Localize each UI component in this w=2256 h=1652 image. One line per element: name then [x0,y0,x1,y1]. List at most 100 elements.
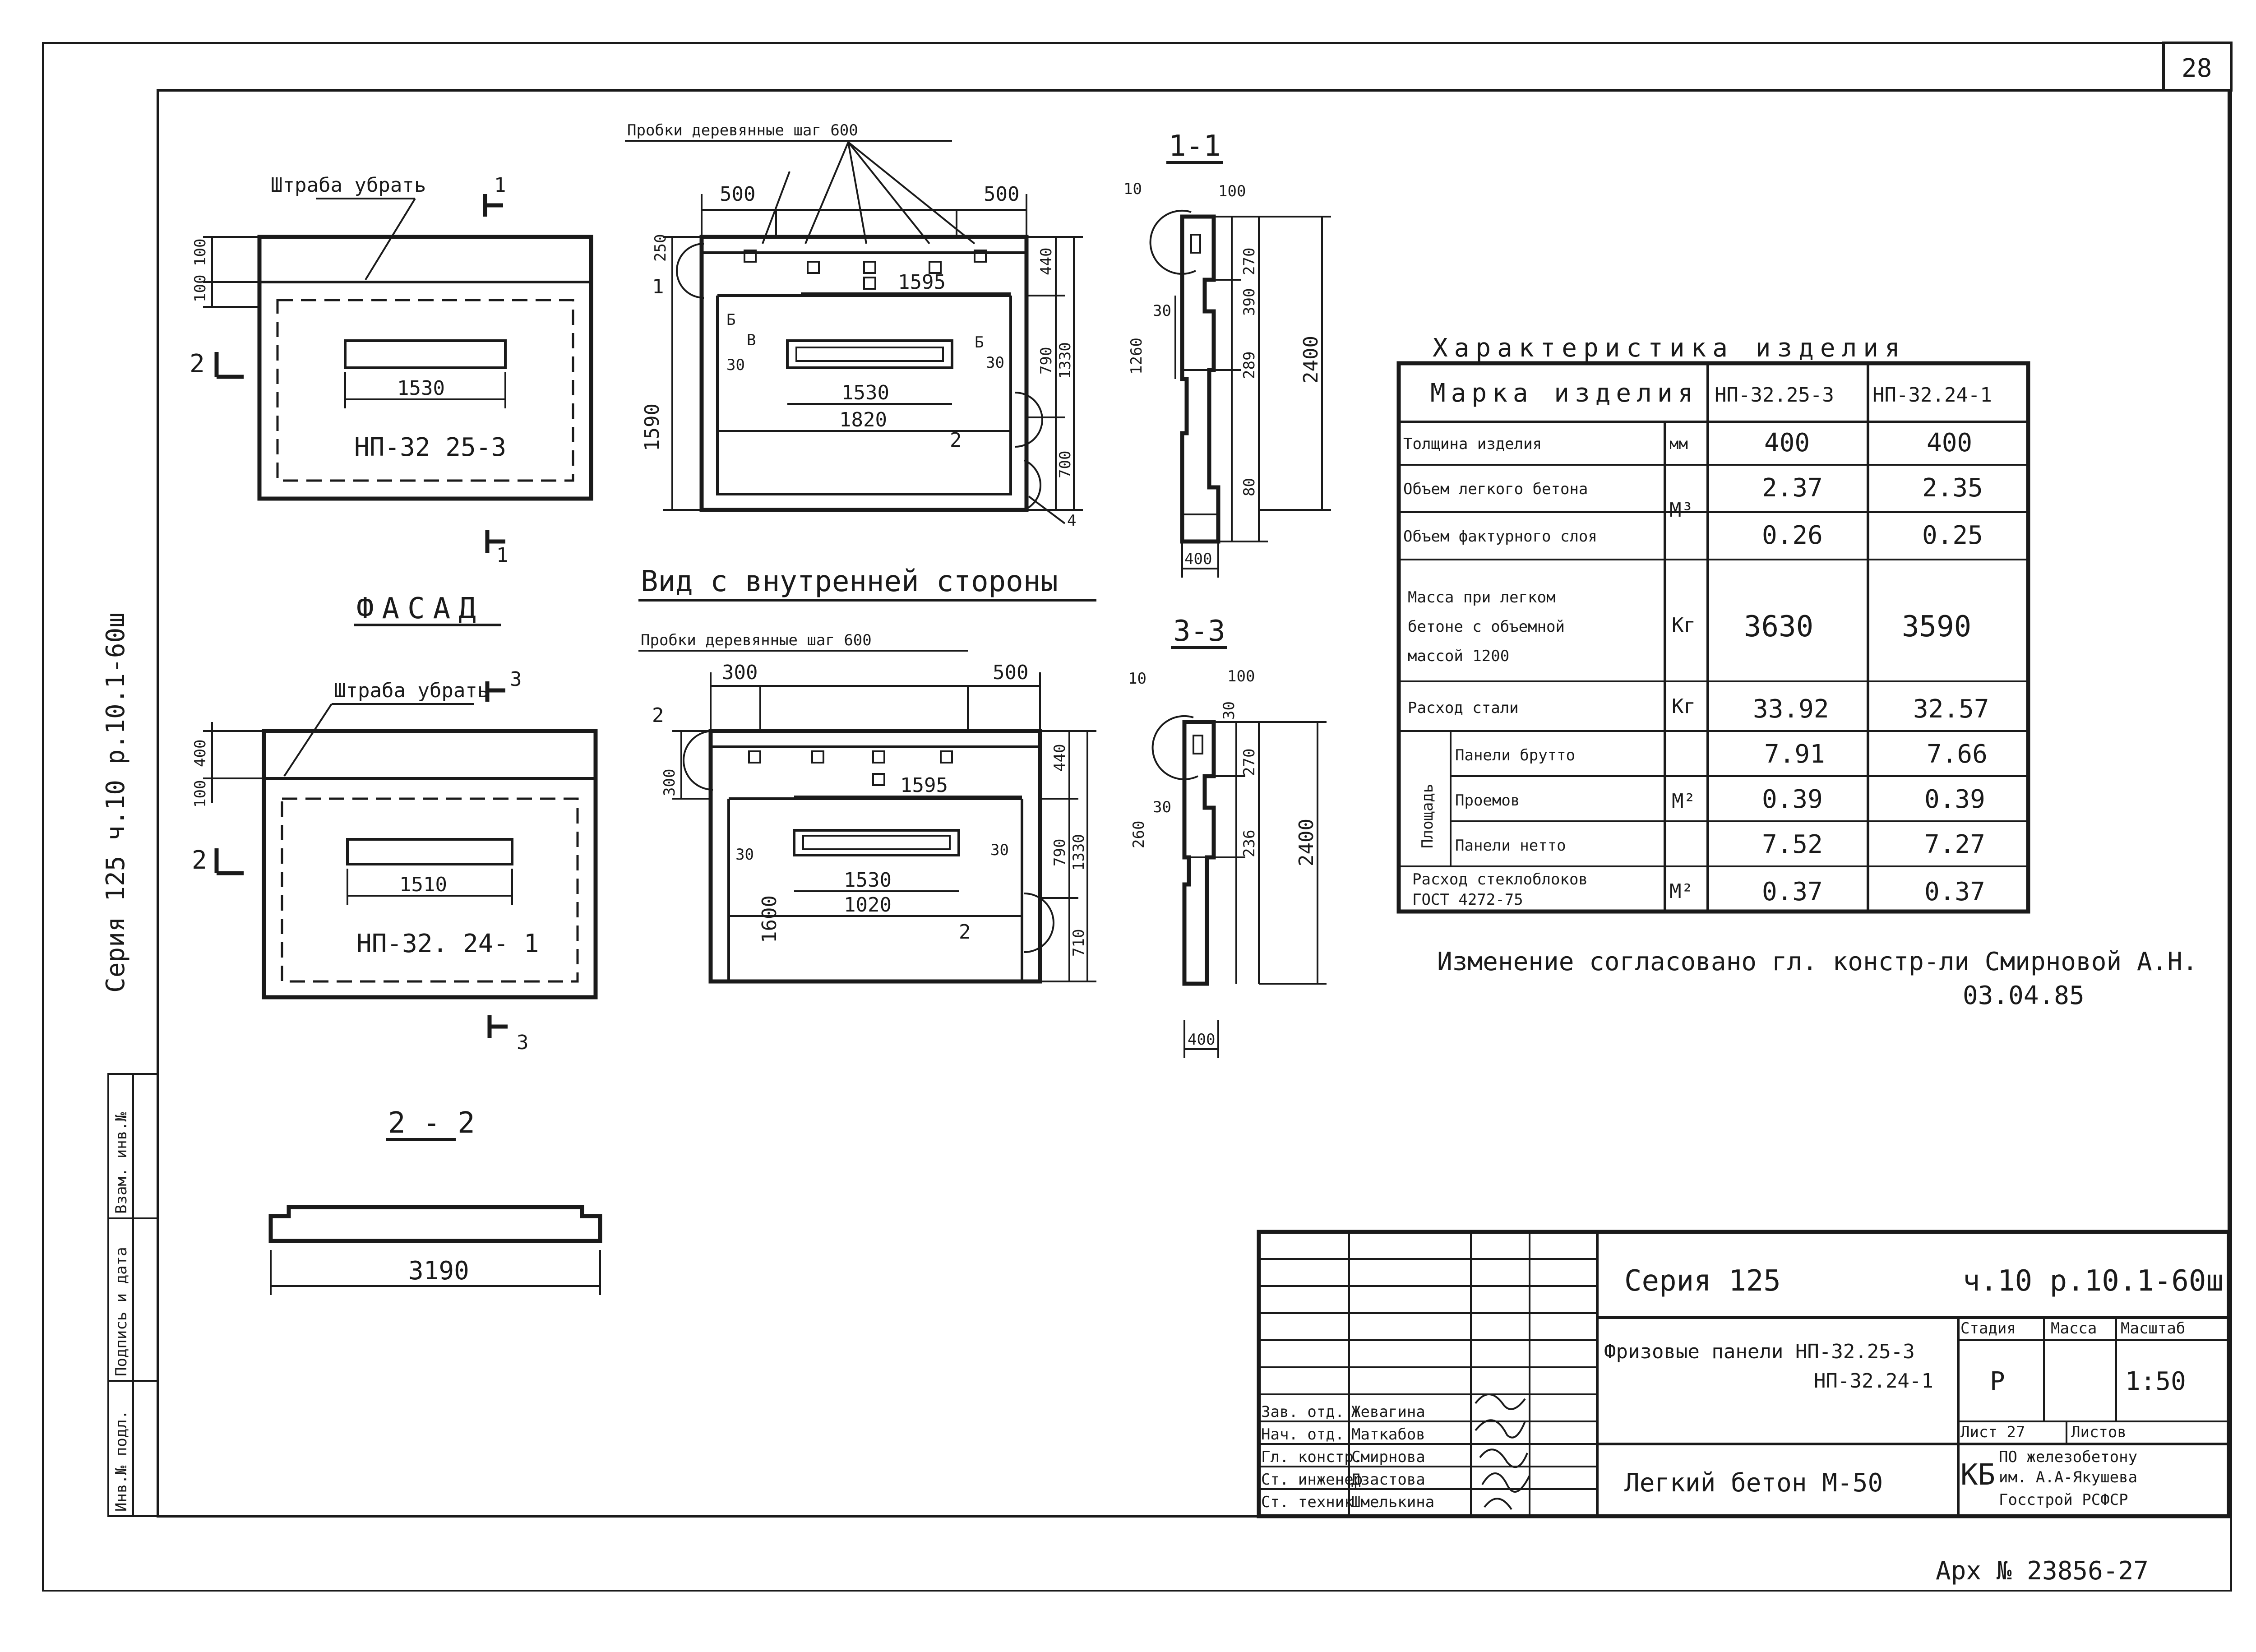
inner-bottom-dim-30r: 30 [990,841,1009,859]
tb-stage: Р [1990,1367,2005,1396]
title-block: Серия 125 ч.10 р.10.1-60ш Фризовые панел… [1257,1230,2231,1518]
s11-dim-1260: 1260 [1128,338,1146,375]
facade-2-opening: 1510 [399,873,447,896]
s11-dim-10: 10 [1123,180,1142,198]
unit-m3: М³ [1669,499,1693,522]
s33-dim-260: 260 [1130,821,1148,848]
row-steel-unit: Кг [1672,695,1696,718]
side-title: Серия 125 ч.10 р.10.1-60ш [101,612,130,993]
inner-bottom-dim-1595: 1595 [900,774,948,797]
approval-date: 03.04.85 [1963,981,2085,1010]
row-facevol-v1: 0.26 [1762,521,1823,550]
section-2-2: 2 - 2 3190 [268,1106,602,1295]
tb-sheet: Лист 27 [1960,1423,2025,1441]
inner-bottom-pegs: Пробки деревянные шаг 600 [641,631,872,649]
tb-org-2: им. А.А-Якушева [1999,1468,2137,1486]
row-steel-v1: 33.92 [1753,694,1829,724]
row-mass-label-3: массой 1200 [1408,647,1509,665]
tb-signer-2-name: Маткабов [1351,1425,1425,1444]
facade-section-mark-1a: 1 [494,174,506,197]
inner-bottom-dim-1530: 1530 [844,869,892,892]
row-openings-v2: 0.39 [1924,785,1985,814]
inner-top-dim-1595: 1595 [898,271,946,294]
side-stamp: Взам. инв.№ Подпись и дата Инв.№ подл. [107,1073,159,1517]
inner-top-mark-b2: Б [975,333,984,352]
inner-view-title: Вид с внутренней стороны [641,565,1058,598]
s33-dim-236: 236 [1240,830,1258,857]
inner-top-dim-250: 250 [652,234,670,262]
row-mass-v2: 3590 [1902,610,1971,643]
inner-bottom-dim-1020: 1020 [844,893,892,916]
facade-2-dim-b: 100 [191,780,209,808]
section-3-3-title: 3-3 [1173,615,1225,648]
row-lightvol-v2: 2.35 [1922,473,1983,503]
inner-bottom-dim-300v: 300 [661,769,679,796]
inner-bottom-mark-2a: 2 [652,704,664,727]
table-header-mark: Марка изделия [1430,379,1698,408]
row-mass-label-2: бетоне с объемной [1408,618,1565,636]
facade-section-mark-2b: 2 [192,846,207,875]
s33-dim-30b: 30 [1153,798,1171,816]
area-group-label: Площадь [1419,784,1437,848]
row-openings-v1: 0.39 [1762,785,1823,814]
facade-title: ФАСАД [356,592,484,625]
s33-dim-2400: 2400 [1295,819,1318,866]
row-net-v2: 7.27 [1924,830,1985,859]
tb-code: ч.10 р.10.1-60ш [1963,1264,2224,1298]
facade-1-note: Штраба убрать [271,174,426,197]
inner-frame [157,89,2230,1518]
row-thickness-label: Толщина изделия [1403,435,1542,453]
sheet-number: 28 [2182,54,2212,83]
s11-dim-80: 80 [1240,478,1258,496]
inner-top-dim-500r: 500 [984,183,1019,206]
inner-bottom-dim-1330: 1330 [1070,834,1088,871]
tb-scale: 1:50 [2125,1367,2186,1396]
tb-signer-2-role: Нач. отд. [1261,1425,1344,1444]
signatures-scribble [1475,1393,1530,1510]
row-net-v1: 7.52 [1762,830,1823,859]
s11-dim-390: 390 [1240,288,1258,316]
inner-bottom-dim-300: 300 [722,661,758,684]
inner-top-dim-440: 440 [1037,248,1055,275]
side-stamp-col1: Инв.№ подл. [112,1410,130,1512]
approval-note: Изменение согласовано гл. констр-ли Смир… [1437,947,2198,976]
section-1-1: 1-1 10 100 289 390 270 30 1260 2400 80 4… [1123,130,1331,578]
tb-material: Легкий бетон М-50 [1624,1468,1883,1498]
inner-top-mark-1: 1 [652,275,664,298]
inner-view-bottom: Пробки деревянные шаг 600 300 500 1595 1… [638,631,1096,984]
row-glassblock-unit: М² [1669,880,1693,903]
facade-1-mark: НП-32 25-3 [354,433,506,462]
inner-top-mark-2: 2 [950,429,962,452]
inner-top-dim-1820: 1820 [839,408,887,431]
tb-signer-5-name: Шмелькина [1351,1493,1434,1511]
tb-signer-3-name: Смирнова [1351,1448,1425,1466]
s11-dim-100: 100 [1218,182,1246,200]
section-1-1-title: 1-1 [1169,130,1221,163]
tb-signer-5-role: Ст. техник [1261,1493,1354,1511]
row-glassblock-label-2: ГОСТ 4272-75 [1412,891,1523,909]
facade-2-dim-a: 400 [191,740,209,767]
s33-dim-30: 30 [1220,701,1238,720]
inner-view-top: Пробки деревянные шаг 600 500 500 1595 1… [625,121,1083,530]
inner-bottom-dim-30l: 30 [735,846,754,864]
tb-title-2: НП-32.24-1 [1814,1370,1933,1393]
inner-top-dim-30r: 30 [986,354,1004,372]
tb-signer-1-name: Жевагина [1351,1403,1425,1421]
tb-mass-header: Масса [2051,1319,2097,1337]
row-glassblock-v2: 0.37 [1924,877,1985,907]
row-thickness-v1: 400 [1764,428,1810,458]
facade-panel-1: 1530 НП-32 25-3 100 100 Штраба убрать 1 … [190,174,593,567]
side-stamp-col3: Взам. инв.№ [112,1112,130,1214]
s11-dim-30: 30 [1153,302,1171,320]
inner-top-dim-500l: 500 [720,183,755,206]
section-3-3: 3-3 10 100 30 270 236 30 260 2400 400 [1128,615,1327,1058]
tb-signer-4-role: Ст. инженер [1261,1471,1363,1489]
row-openings-label: Проемов [1455,791,1520,810]
facade-panel-2: 1510 НП-32. 24- 1 400 100 Штраба убрать … [191,668,598,1054]
inner-top-mark-4: 4 [1067,512,1076,530]
sheet-number-box [2162,42,2233,92]
row-glassblock-v1: 0.37 [1762,877,1823,907]
row-thickness-unit: мм [1669,435,1688,453]
table-header-col2: НП-32.25-3 [1715,384,1834,407]
row-gross-v1: 7.91 [1764,740,1825,769]
